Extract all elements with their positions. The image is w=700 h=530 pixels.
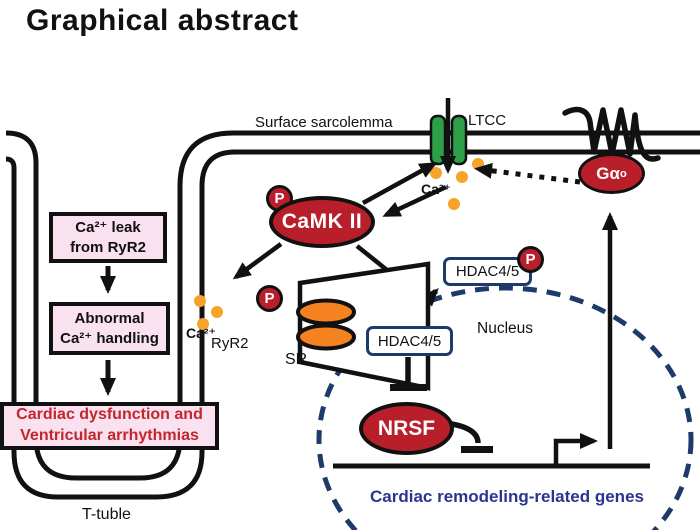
cardiac-dysfunction-box-line1: Cardiac dysfunction and [16,406,203,424]
sr-label: SR [285,351,308,368]
ca-leak-box-line2: from RyR2 [70,238,146,256]
nrsf-protein: NRSF [359,402,454,455]
hdac-inhibits-nrsf-tbar [390,357,427,391]
page-title: Graphical abstract [26,4,299,37]
ryr2-channel-lower [296,323,356,351]
ryr2-label: RyR2 [211,335,249,352]
ca-to-camk-arrow [382,184,447,218]
cardiac-remodeling-genes-label: Cardiac remodeling-related genes [370,487,644,506]
membrane-outer-leaflet [5,130,700,481]
surface-sarcolemma-label: Surface sarcolemma [255,114,393,131]
camk-to-ryr2-arrow [232,242,283,280]
transcription-start-arrow [553,433,598,464]
phosphorylation-badge-ryr2: P [256,285,283,312]
calcium-ions-ryr2 [194,295,223,330]
gao-label: Gα [596,163,620,183]
gao-to-ltcc-dotted-arrow [474,162,581,185]
hdac-nuclear-box: HDAC4/5 [366,326,453,356]
abnormal-ca-box: Abnormal Ca²⁺ handling [49,302,170,355]
ca-leak-box-line1: Ca²⁺ leak [75,219,141,236]
calcium-label-ryr2: Ca²⁺ [186,325,216,341]
cardiac-dysfunction-box: Cardiac dysfunction and Ventricular arrh… [0,402,219,450]
gpcr-receptor-squiggle [562,106,661,162]
ltcc-label: LTCC [468,112,507,129]
membrane-inner-leaflet [5,149,700,500]
ttubule-label: T-tuble [82,506,131,523]
ltcc-channel-left-subunit [429,114,447,166]
abnormal-ca-box-line2: Ca²⁺ handling [60,329,159,347]
camkii-protein: CaMK II [269,196,375,248]
abnormal-ca-box-line1: Abnormal [74,310,145,327]
gao-label-subscript: o [619,167,627,180]
nucleus-label: Nucleus [477,320,533,337]
calcium-label-ltcc: Ca²⁺ [421,181,451,197]
camk-to-ltcc-arrow [361,162,438,205]
phosphorylation-badge-hdac: P [517,246,544,273]
ca-leak-box: Ca²⁺ leak from RyR2 [49,212,167,263]
cardiac-dysfunction-box-line2: Ventricular arrhythmias [20,427,199,444]
nucleus-envelope [316,285,694,530]
ryr2-channel-upper [296,298,356,326]
ltcc-channel-right-subunit [450,114,468,166]
